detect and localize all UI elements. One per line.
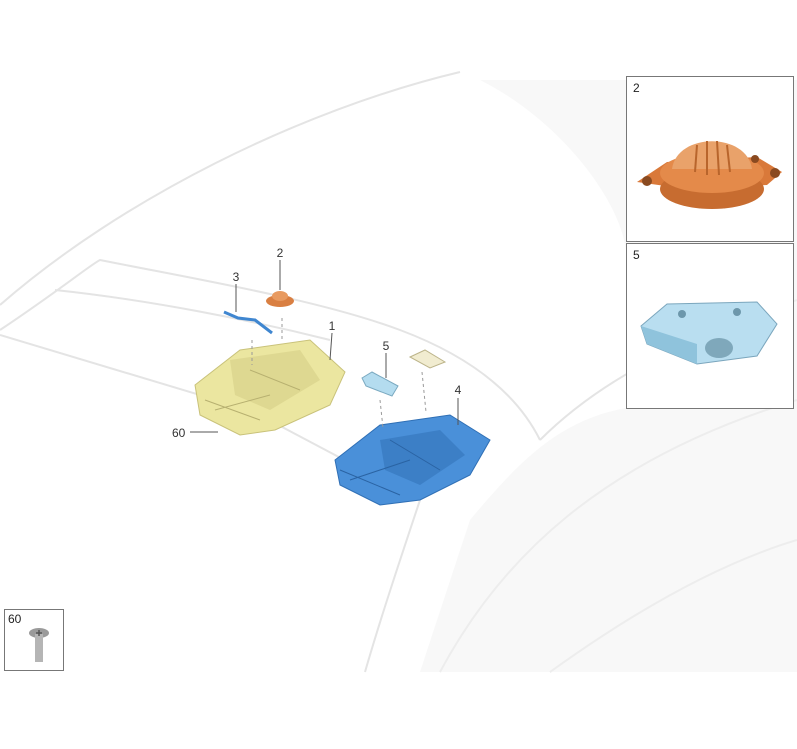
part-5-motor xyxy=(361,371,399,397)
callout-2: 2 xyxy=(277,246,284,260)
assembly-guide-lines xyxy=(251,318,427,429)
callout-1: 1 xyxy=(329,319,336,333)
part-5-detail-image xyxy=(640,301,778,365)
part-2-sensor xyxy=(266,291,294,307)
inset-part-5: 5 xyxy=(626,243,794,409)
part-3-wire-bracket xyxy=(223,310,273,335)
inset-5-number: 5 xyxy=(633,248,640,262)
part-1-overhead-console xyxy=(194,339,346,436)
inset-60-number: 60 xyxy=(8,612,22,626)
part-2-detail-image xyxy=(637,140,782,209)
part-4-overhead-console xyxy=(334,414,491,506)
leader-lines xyxy=(190,260,459,433)
callout-4: 4 xyxy=(455,383,462,397)
inset-part-60: 60 xyxy=(4,609,64,671)
callout-5: 5 xyxy=(383,339,390,353)
callout-60: 60 xyxy=(172,426,186,440)
inset-2-number: 2 xyxy=(633,81,640,95)
part-4-clip xyxy=(408,349,447,369)
screw-detail-image xyxy=(29,628,49,662)
inset-part-2: 2 xyxy=(626,76,794,242)
callout-3: 3 xyxy=(233,270,240,284)
